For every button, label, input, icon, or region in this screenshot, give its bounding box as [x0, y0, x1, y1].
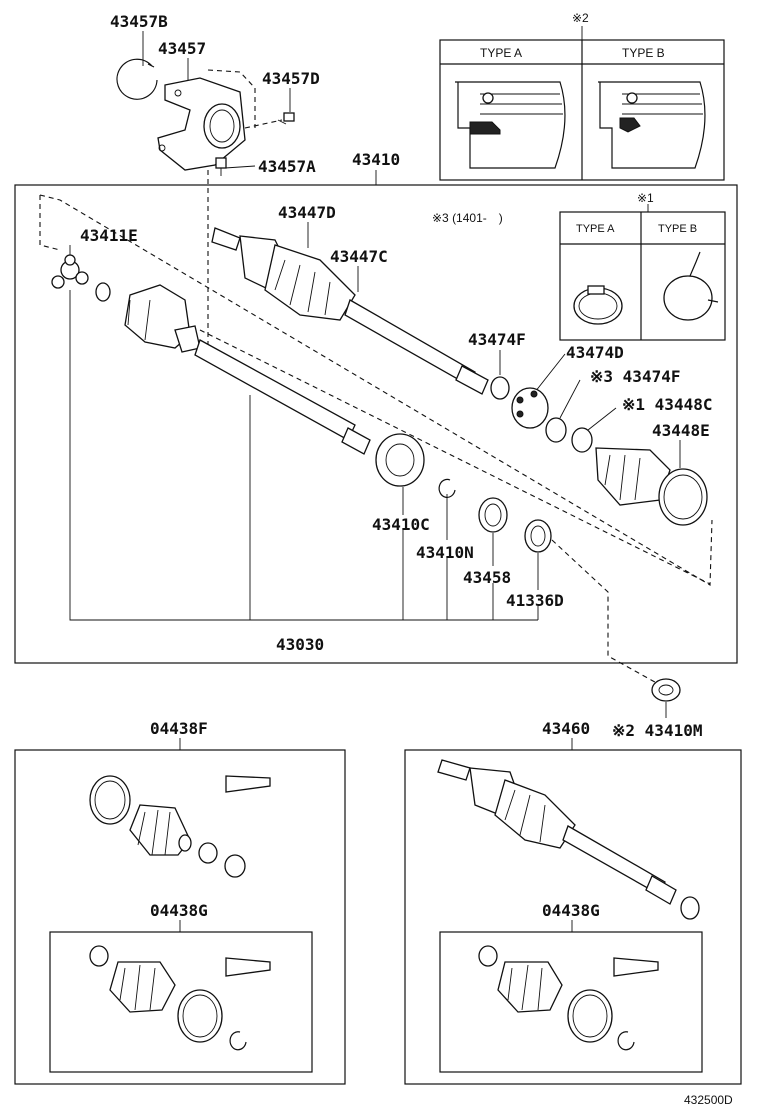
label-43457: 43457: [158, 39, 206, 58]
clamp-small-icon: [198, 842, 218, 864]
label-41336D: 41336D: [506, 591, 564, 610]
label-43474F-a: 43474F: [468, 330, 526, 349]
clamp-band-left-icon: [177, 989, 223, 1043]
snap-ring-43460-icon: [680, 896, 700, 920]
label-43460: 43460: [542, 719, 590, 738]
grease-tube-right-icon: [613, 957, 659, 977]
label-43447D: 43447D: [278, 203, 336, 222]
grease-tube-icon: [225, 775, 271, 793]
boot-43448E-icon: [595, 447, 708, 526]
clamp-ring-right-icon: [478, 945, 498, 967]
type-box-2: ※2 TYPE A TYPE B: [439, 11, 725, 181]
type-b-clamp-icon: [663, 251, 719, 321]
main-kit-43410: 43410 ※1 TYPE A TYPE B ※3 (1401- ): [14, 150, 738, 687]
type-box-2-type-b: TYPE B: [622, 46, 665, 60]
type-box-2-mark: ※2: [572, 11, 589, 25]
shaft-43460-spline-icon: [645, 875, 677, 905]
snap-ring-icon: [95, 282, 111, 302]
clamp-43474F-b-icon: [545, 417, 567, 443]
label-43411E: 43411E: [80, 226, 138, 245]
clamp-band-large-icon: [89, 775, 131, 825]
damper-43474D-icon: [511, 387, 549, 429]
label-04438G-right: 04438G: [542, 901, 600, 920]
snap-ring-43410N-icon: [438, 478, 456, 498]
label-43448C: ※1 43448C: [622, 395, 712, 414]
outer-shaft-icon: [344, 299, 476, 387]
label-43410N: 43410N: [416, 543, 474, 562]
type-b-seal-section-icon: [598, 81, 706, 169]
type-box-1-type-a: TYPE A: [576, 223, 615, 235]
outer-shaft-spline-icon: [455, 365, 489, 395]
bearing-43410C-icon: [375, 433, 425, 487]
label-43410: 43410: [352, 150, 400, 169]
main-kit-frame: [14, 184, 738, 664]
clamp-small-b-icon: [224, 854, 246, 878]
bolt-43457D-icon: [277, 112, 295, 125]
footer-code: 432500D: [684, 1093, 733, 1107]
seal-41336D-icon: [524, 519, 552, 553]
tripod-joint-43411E-icon: [51, 254, 89, 289]
bearing-43410M: ※2 43410M: [612, 678, 702, 740]
seal-43458-icon: [478, 497, 508, 533]
snap-ring-left-icon: [229, 1031, 247, 1051]
label-43030: 43030: [276, 635, 324, 654]
boot-kit-04438G-left-frame: [49, 931, 313, 1073]
label-43474F-b: ※3 43474F: [590, 367, 680, 386]
clamp-ring-left-icon: [89, 945, 109, 967]
label-43410C: 43410C: [372, 515, 430, 534]
label-43457D: 43457D: [262, 69, 320, 88]
grease-tube-left-icon: [225, 957, 271, 977]
boot-right-icon: [497, 961, 563, 1013]
bracket-assembly: 43457B 43457 43457D 43457A: [110, 12, 320, 345]
type-box-2-type-a: TYPE A: [480, 46, 522, 60]
boot-kit-04438G-right-frame: [439, 931, 703, 1073]
bracket-43457-icon: [157, 69, 256, 171]
label-43410M: ※2 43410M: [612, 721, 702, 740]
type-box-1: ※1 TYPE A TYPE B: [559, 191, 726, 341]
outer-cv-joint-43460-icon: [437, 759, 576, 849]
type-a-seal-section-icon: [455, 81, 566, 169]
label-43447C: 43447C: [330, 247, 388, 266]
snap-ring-right-icon: [617, 1031, 635, 1051]
bearing-43410M-icon: [651, 678, 681, 702]
label-43457B: 43457B: [110, 12, 168, 31]
label-43474D: 43474D: [566, 343, 624, 362]
shaft-assy-43460-frame: [404, 749, 742, 1085]
boot-large-icon: [129, 804, 192, 856]
boot-kit-04438F-frame: [14, 749, 346, 1085]
clamp-band-right-icon: [567, 989, 613, 1043]
clamp-43474F-icon: [490, 376, 510, 400]
snap-ring-43457B-icon: [116, 58, 158, 100]
note-3: ※3 (1401- ): [432, 211, 503, 225]
boot-left-icon: [109, 961, 176, 1013]
type-box-1-type-b: TYPE B: [658, 223, 697, 235]
drive-shaft-icon: [194, 339, 356, 441]
label-04438G-left: 04438G: [150, 901, 208, 920]
bolt-43457A-icon: [215, 157, 227, 176]
clamp-43448C-icon: [571, 427, 593, 453]
label-43458: 43458: [463, 568, 511, 587]
boot-kit-04438F: 04438F 04438G: [14, 719, 346, 1085]
type-a-clamp-icon: [573, 285, 623, 325]
label-43457A: 43457A: [258, 157, 316, 176]
shaft-assy-43460: 43460 04438G: [404, 719, 742, 1085]
outer-cv-joint-43447D-icon: [211, 227, 356, 321]
label-04438F: 04438F: [150, 719, 208, 738]
type-box-1-mark: ※1: [637, 191, 654, 205]
inner-joint-housing-icon: [124, 284, 201, 353]
label-43448E: 43448E: [652, 421, 710, 440]
shaft-spline-icon: [341, 427, 371, 455]
